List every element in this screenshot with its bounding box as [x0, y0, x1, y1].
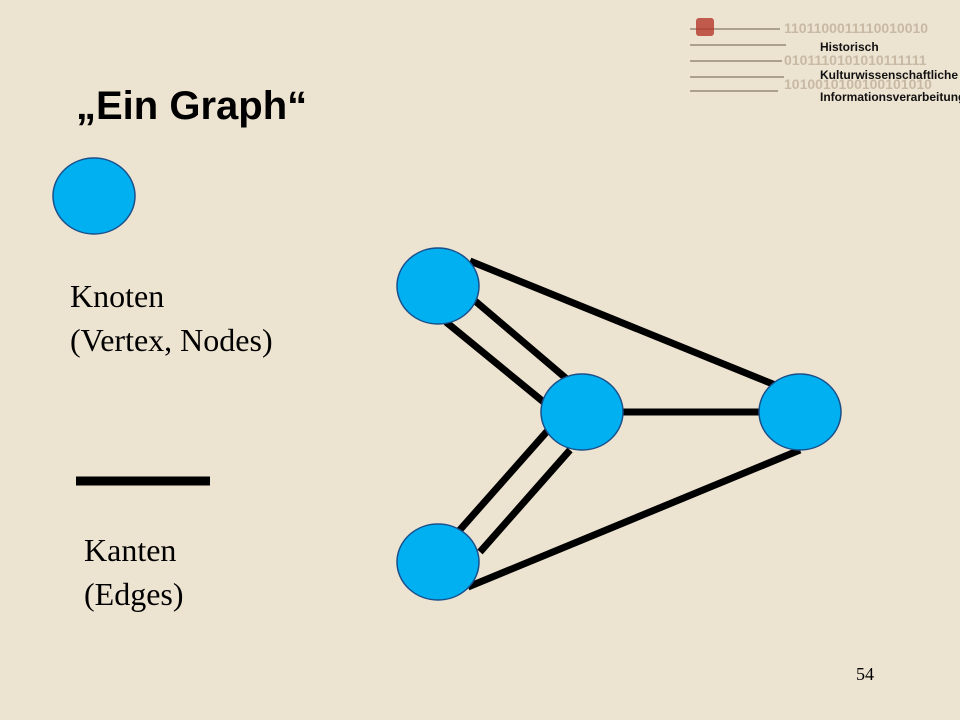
vertex-label-line1: Knoten	[70, 278, 165, 314]
vertex-label-line2: (Vertex, Nodes)	[70, 322, 273, 358]
vertex-right	[758, 373, 842, 451]
edge-label-line2: (Edges)	[84, 576, 184, 612]
edge-bottom-center-b	[477, 447, 573, 555]
logo-word-3: Informationsverarbeitung	[820, 90, 960, 104]
edge-bottom-right	[466, 446, 802, 591]
logo-bits-1: 1101100011110010010	[784, 20, 929, 36]
vertex-legend-label: Knoten (Vertex, Nodes)	[70, 274, 273, 362]
edge-top-center-a	[443, 319, 549, 407]
vertex-top	[396, 247, 480, 325]
edge-label-line1: Kanten	[84, 532, 177, 568]
hki-logo: 1101100011110010010 Historisch 010111010…	[686, 14, 960, 104]
edge-legend-label: Kanten (Edges)	[84, 528, 184, 616]
page-number: 54	[856, 664, 874, 684]
edge-bottom-center-a	[455, 425, 553, 535]
legend-vertex	[52, 157, 136, 235]
vertex-bottom	[396, 523, 480, 601]
vertex-center	[540, 373, 624, 451]
logo-bits-2: 0101110101010111111	[784, 52, 927, 68]
slide-title: „Ein Graph“	[76, 84, 308, 128]
edge-top-right	[468, 257, 792, 395]
initial-letter-icon	[696, 18, 714, 36]
edge-top-center-b	[471, 297, 571, 383]
logo-bits-3: 1010010100100101010	[784, 76, 932, 92]
logo-word-1: Historisch	[820, 40, 879, 54]
logo-word-2: Kulturwissenschaftliche	[820, 68, 959, 82]
